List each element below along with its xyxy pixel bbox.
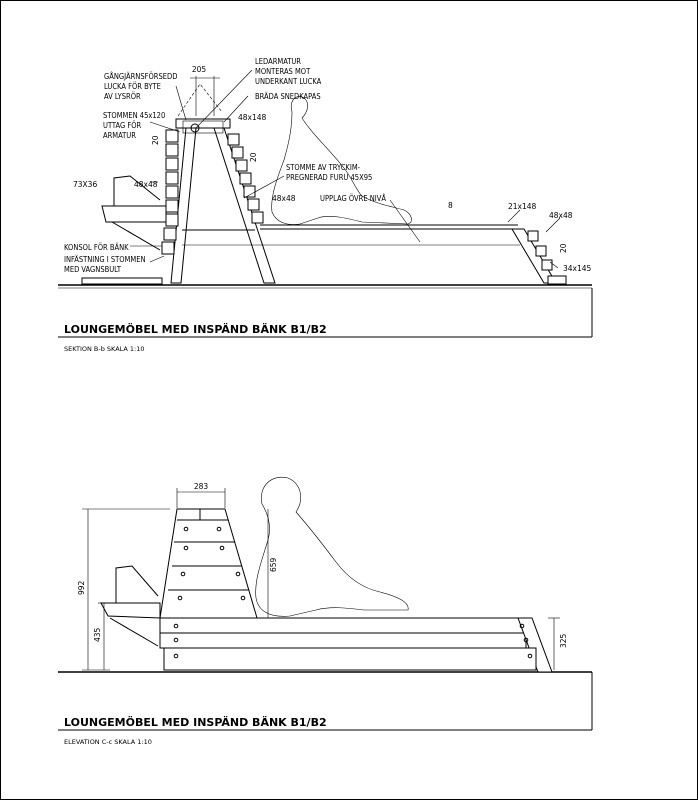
label-hinge-hatch-2: LUCKA FÖR BYTE [104, 82, 161, 91]
dim-21x148: 21x148 [508, 202, 537, 211]
dim-659: 659 [269, 557, 278, 572]
section-drawing: 205 GÅNGJÄRNSFÖRSEDD LUCKA FÖR BYTE AV L… [58, 57, 593, 353]
label-led-1: LEDARMATUR [255, 57, 301, 66]
label-led-3: UNDERKANT LUCKA [255, 77, 322, 86]
elevation-console [109, 617, 159, 647]
elevation-title: LOUNGEMÖBEL MED INSPÄND BÄNK B1/B2 [64, 715, 327, 729]
dim-73x36: 73X36 [73, 180, 97, 189]
label-frame-pressure-2: PREGNERAD FURU 45X95 [286, 173, 372, 182]
dim-48x48-c: 48x48 [549, 211, 573, 220]
section-base-board [81, 277, 163, 285]
section-leader-lines [130, 69, 561, 269]
dim-20-b: 20 [249, 152, 258, 162]
deck-end-slats [527, 230, 567, 285]
label-fastening-2: MED VAGNSBULT [64, 265, 122, 274]
label-frame-outlet-3: ARMATUR [103, 131, 136, 140]
label-support-upper: UPPLAG ÖVRE NIVÅ [320, 194, 386, 203]
label-frame-outlet-2: UTTAG FÖR [103, 121, 142, 130]
dim-435: 435 [93, 627, 102, 642]
tower-body [159, 508, 258, 619]
bench-armrest [113, 175, 161, 206]
label-hinge-hatch-1: GÅNGJÄRNSFÖRSEDD [104, 72, 177, 81]
section-subtitle: SEKTION B-b SKALA 1:10 [64, 345, 145, 353]
dim-48x48-b: 48x48 [272, 194, 296, 203]
elevation-base [163, 647, 537, 671]
bench-seat [101, 205, 167, 223]
label-frame-outlet-1: STOMMEN 45x120 [103, 111, 165, 120]
dim-992: 992 [77, 580, 86, 595]
aframe-leg-right [213, 127, 276, 284]
label-fastening-1: INFÄSTNING I STOMMEN [64, 255, 146, 264]
dim-205: 205 [192, 65, 207, 74]
label-frame-pressure-1: STOMME AV TRYCKIM- [286, 163, 361, 172]
label-hinge-hatch-3: AV LYSRÖR [104, 92, 141, 101]
elevation-armrest [115, 565, 159, 603]
dim-48x48-a: 48x48 [134, 180, 158, 189]
tower-bolts [177, 526, 246, 601]
elevation-bench-seat [100, 602, 161, 619]
dim-20-a: 20 [151, 135, 160, 145]
dim-20-c: 20 [559, 243, 568, 253]
section-title: LOUNGEMÖBEL MED INSPÄND BÄNK B1/B2 [64, 322, 327, 336]
label-console: KONSOL FÖR BÄNK [64, 243, 129, 252]
dim-34x145: 34x145 [563, 264, 592, 273]
led-fixture-icon [190, 123, 200, 133]
bench-console [111, 221, 161, 251]
back-slats-right [227, 133, 264, 224]
dim-48x148: 48x148 [238, 113, 267, 122]
elevation-dim-lines [82, 488, 560, 671]
label-led-2: MONTERAS MOT [255, 67, 311, 76]
elevation-drawing: 283 659 992 435 325 LOUNGEMÖBEL MED INSP… [58, 476, 593, 746]
deck-bolts [173, 623, 533, 659]
hatch-open-dashed [177, 83, 223, 117]
dim-8: 8 [448, 201, 453, 210]
dim-283: 283 [194, 482, 209, 491]
tower-slat-lines [168, 509, 249, 591]
label-board-bevel: BRÄDA SNEDKAPAS [255, 92, 321, 101]
person-silhouette-elevation [255, 476, 409, 617]
dim-325: 325 [559, 633, 568, 648]
person-silhouette-section [271, 96, 412, 225]
elevation-subtitle: ELEVATION C-c SKALA 1:10 [64, 738, 152, 746]
back-slats-left [161, 129, 179, 255]
top-cap [175, 118, 231, 129]
